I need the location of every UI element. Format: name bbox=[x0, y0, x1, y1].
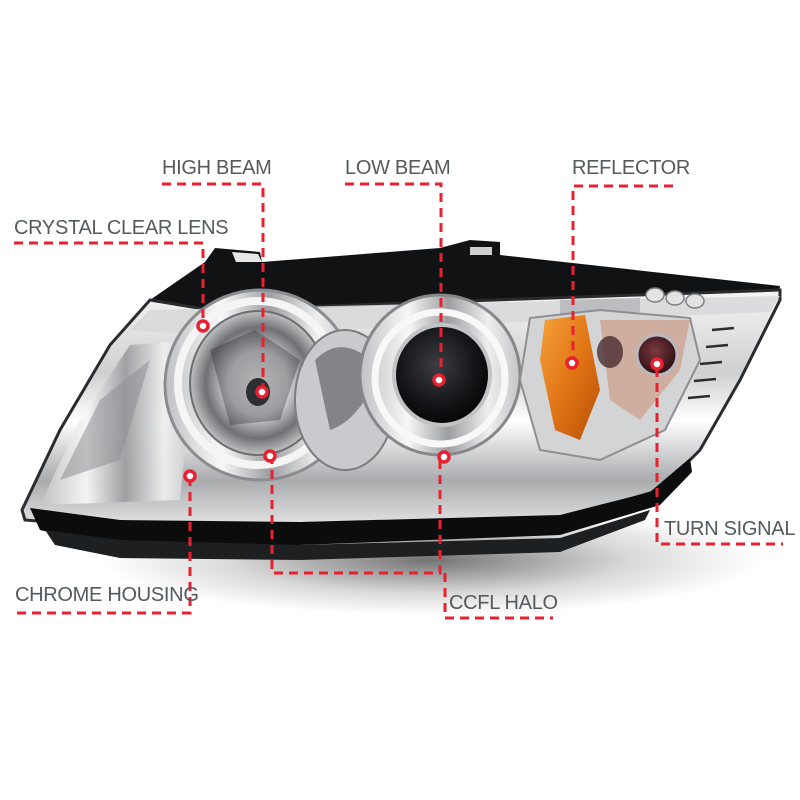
dot-turn-signal bbox=[650, 357, 664, 371]
callout-dots bbox=[183, 319, 664, 483]
label-chrome-housing: CHROME HOUSING bbox=[15, 584, 199, 606]
high-beam-reflection bbox=[210, 330, 300, 425]
dot-chrome-housing bbox=[183, 469, 197, 483]
label-reflector: REFLECTOR bbox=[572, 157, 691, 179]
vent-slits bbox=[687, 326, 735, 400]
label-crystal-clear-lens: CRYSTAL CLEAR LENS bbox=[14, 217, 229, 239]
mount-clip-right bbox=[470, 247, 492, 255]
label-low-beam: LOW BEAM bbox=[345, 157, 451, 179]
dot-low-beam bbox=[432, 373, 446, 387]
label-turn-signal: TURN SIGNAL bbox=[664, 518, 796, 540]
dot-crystal-clear-lens bbox=[196, 319, 210, 333]
dot-high-beam bbox=[255, 385, 269, 399]
amber-reflector bbox=[540, 315, 600, 440]
lower-housing bbox=[45, 510, 650, 560]
led-dots bbox=[645, 287, 705, 309]
left-panel-shade bbox=[60, 360, 150, 480]
low-beam-halo-ring bbox=[371, 308, 509, 448]
bottom-trim bbox=[30, 458, 692, 545]
mount-clip-left bbox=[232, 252, 262, 262]
dot-reflector bbox=[565, 356, 579, 370]
dot-ccfl-halo-right bbox=[437, 450, 451, 464]
dot-ccfl-halo-left bbox=[263, 449, 277, 463]
marker-bulb bbox=[597, 336, 623, 368]
label-ccfl-halo: CCFL HALO bbox=[449, 592, 558, 614]
label-high-beam: HIGH BEAM bbox=[162, 157, 272, 179]
callout-lines bbox=[14, 182, 783, 620]
